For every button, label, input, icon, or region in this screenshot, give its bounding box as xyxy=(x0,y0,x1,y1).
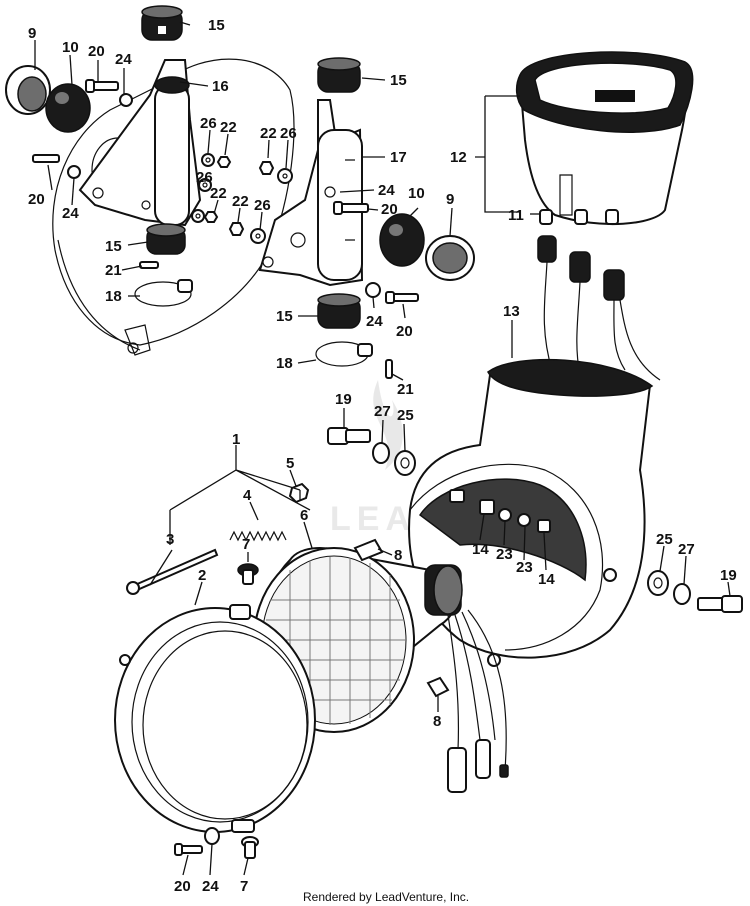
callout-10: 10 xyxy=(408,185,425,202)
right-screw-21 xyxy=(385,359,393,379)
mounting-clip-8-lower xyxy=(426,676,450,698)
left-screw-21 xyxy=(139,261,159,269)
right-mounting-band xyxy=(315,341,373,367)
callout-24: 24 xyxy=(62,205,79,222)
callout-15: 15 xyxy=(276,308,293,325)
case-bolt-19-left xyxy=(327,427,371,445)
adjusting-spring-4 xyxy=(229,530,287,542)
callout-10: 10 xyxy=(62,39,79,56)
bolt-20-mid xyxy=(385,291,419,304)
callout-12: 12 xyxy=(450,149,467,166)
callout-15: 15 xyxy=(105,238,122,255)
callout-20: 20 xyxy=(396,323,413,340)
callout-18: 18 xyxy=(276,355,293,372)
callout-26: 26 xyxy=(200,115,217,132)
callout-22: 22 xyxy=(210,185,227,202)
callout-20: 20 xyxy=(381,201,398,218)
callout-17: 17 xyxy=(390,149,407,166)
bottom-washer-24 xyxy=(204,827,220,845)
callout-22: 22 xyxy=(260,125,277,142)
left-reflector-cap xyxy=(5,65,51,115)
callout-3: 3 xyxy=(166,531,174,548)
case-bolt-19-right xyxy=(697,595,743,613)
callout-24: 24 xyxy=(202,878,219,895)
callout-26: 26 xyxy=(196,169,213,186)
callout-9: 9 xyxy=(446,191,454,208)
speedometer-assembly xyxy=(515,51,694,225)
callout-14: 14 xyxy=(472,541,489,558)
callout-2: 2 xyxy=(198,567,206,584)
case-washers-right xyxy=(647,570,691,605)
callout-5: 5 xyxy=(286,455,294,472)
adjuster-nut-5 xyxy=(288,482,310,504)
callout-26: 26 xyxy=(280,125,297,142)
callout-19: 19 xyxy=(720,567,737,584)
upper-right-clamp xyxy=(317,57,361,93)
callout-19: 19 xyxy=(335,391,352,408)
callout-16: 16 xyxy=(212,78,229,95)
callout-23: 23 xyxy=(516,559,533,576)
upper-left-clamp xyxy=(141,5,183,41)
callout-24: 24 xyxy=(115,51,132,68)
left-rubber-cushion xyxy=(45,83,91,133)
callout-6: 6 xyxy=(300,507,308,524)
callout-25: 25 xyxy=(656,531,673,548)
lower-right-clamp xyxy=(317,293,361,329)
headlight-wiring xyxy=(447,609,509,793)
callout-24: 24 xyxy=(366,313,383,330)
callout-18: 18 xyxy=(105,288,122,305)
callout-15: 15 xyxy=(390,72,407,89)
callout-21: 21 xyxy=(105,262,122,279)
adjusting-screw-3 xyxy=(126,548,219,595)
callout-15: 15 xyxy=(208,17,225,34)
rim-screw-7-upper xyxy=(237,563,259,585)
footer-credit: Rendered by LeadVenture, Inc. xyxy=(303,890,469,904)
center-nut-and-washer-set xyxy=(228,161,293,244)
callout-27: 27 xyxy=(374,403,391,420)
callout-leader-lines xyxy=(34,21,731,876)
washer-24-mid xyxy=(365,282,381,298)
callout-labels: 9 10 20 24 15 16 26 22 22 26 20 24 26 22… xyxy=(28,17,737,895)
callout-20: 20 xyxy=(88,43,105,60)
callout-21: 21 xyxy=(397,381,414,398)
callout-20: 20 xyxy=(174,878,191,895)
mounting-clip-8-upper xyxy=(353,538,384,562)
rim-screw-7-lower xyxy=(241,836,259,859)
bottom-screw-20 xyxy=(174,843,203,856)
callout-11: 11 xyxy=(508,207,524,224)
headlight-case xyxy=(408,358,654,667)
callout-23: 23 xyxy=(496,546,513,563)
watermark-flame-icon xyxy=(373,380,403,470)
left-nut-and-washer-set xyxy=(32,153,232,223)
terminal-studs xyxy=(479,499,551,533)
case-washers-left xyxy=(372,442,416,476)
callout-4: 4 xyxy=(243,487,252,504)
right-bolt-20 xyxy=(333,201,369,215)
left-washer-24 xyxy=(119,93,133,107)
callout-22: 22 xyxy=(232,193,249,210)
callout-8: 8 xyxy=(433,713,441,730)
callout-9: 9 xyxy=(28,25,36,42)
right-reflector-cap xyxy=(425,235,475,281)
speedometer-wiring xyxy=(537,235,661,381)
callout-24: 24 xyxy=(378,182,395,199)
callout-8: 8 xyxy=(394,547,402,564)
callout-20: 20 xyxy=(28,191,45,208)
callout-25: 25 xyxy=(397,407,414,424)
left-headlight-bracket xyxy=(78,59,202,227)
callout-13: 13 xyxy=(503,303,520,320)
callout-22: 22 xyxy=(220,119,237,136)
right-rubber-cushion xyxy=(379,213,425,267)
callout-7: 7 xyxy=(240,878,248,895)
lower-left-clamp xyxy=(146,223,186,255)
callout-1: 1 xyxy=(232,431,240,448)
callout-7: 7 xyxy=(242,536,250,553)
callout-26: 26 xyxy=(254,197,271,214)
headlight-rim xyxy=(114,604,316,833)
left-bolt xyxy=(85,79,119,93)
left-mounting-band xyxy=(134,279,193,307)
callout-27: 27 xyxy=(678,541,695,558)
callout-14: 14 xyxy=(538,571,555,588)
